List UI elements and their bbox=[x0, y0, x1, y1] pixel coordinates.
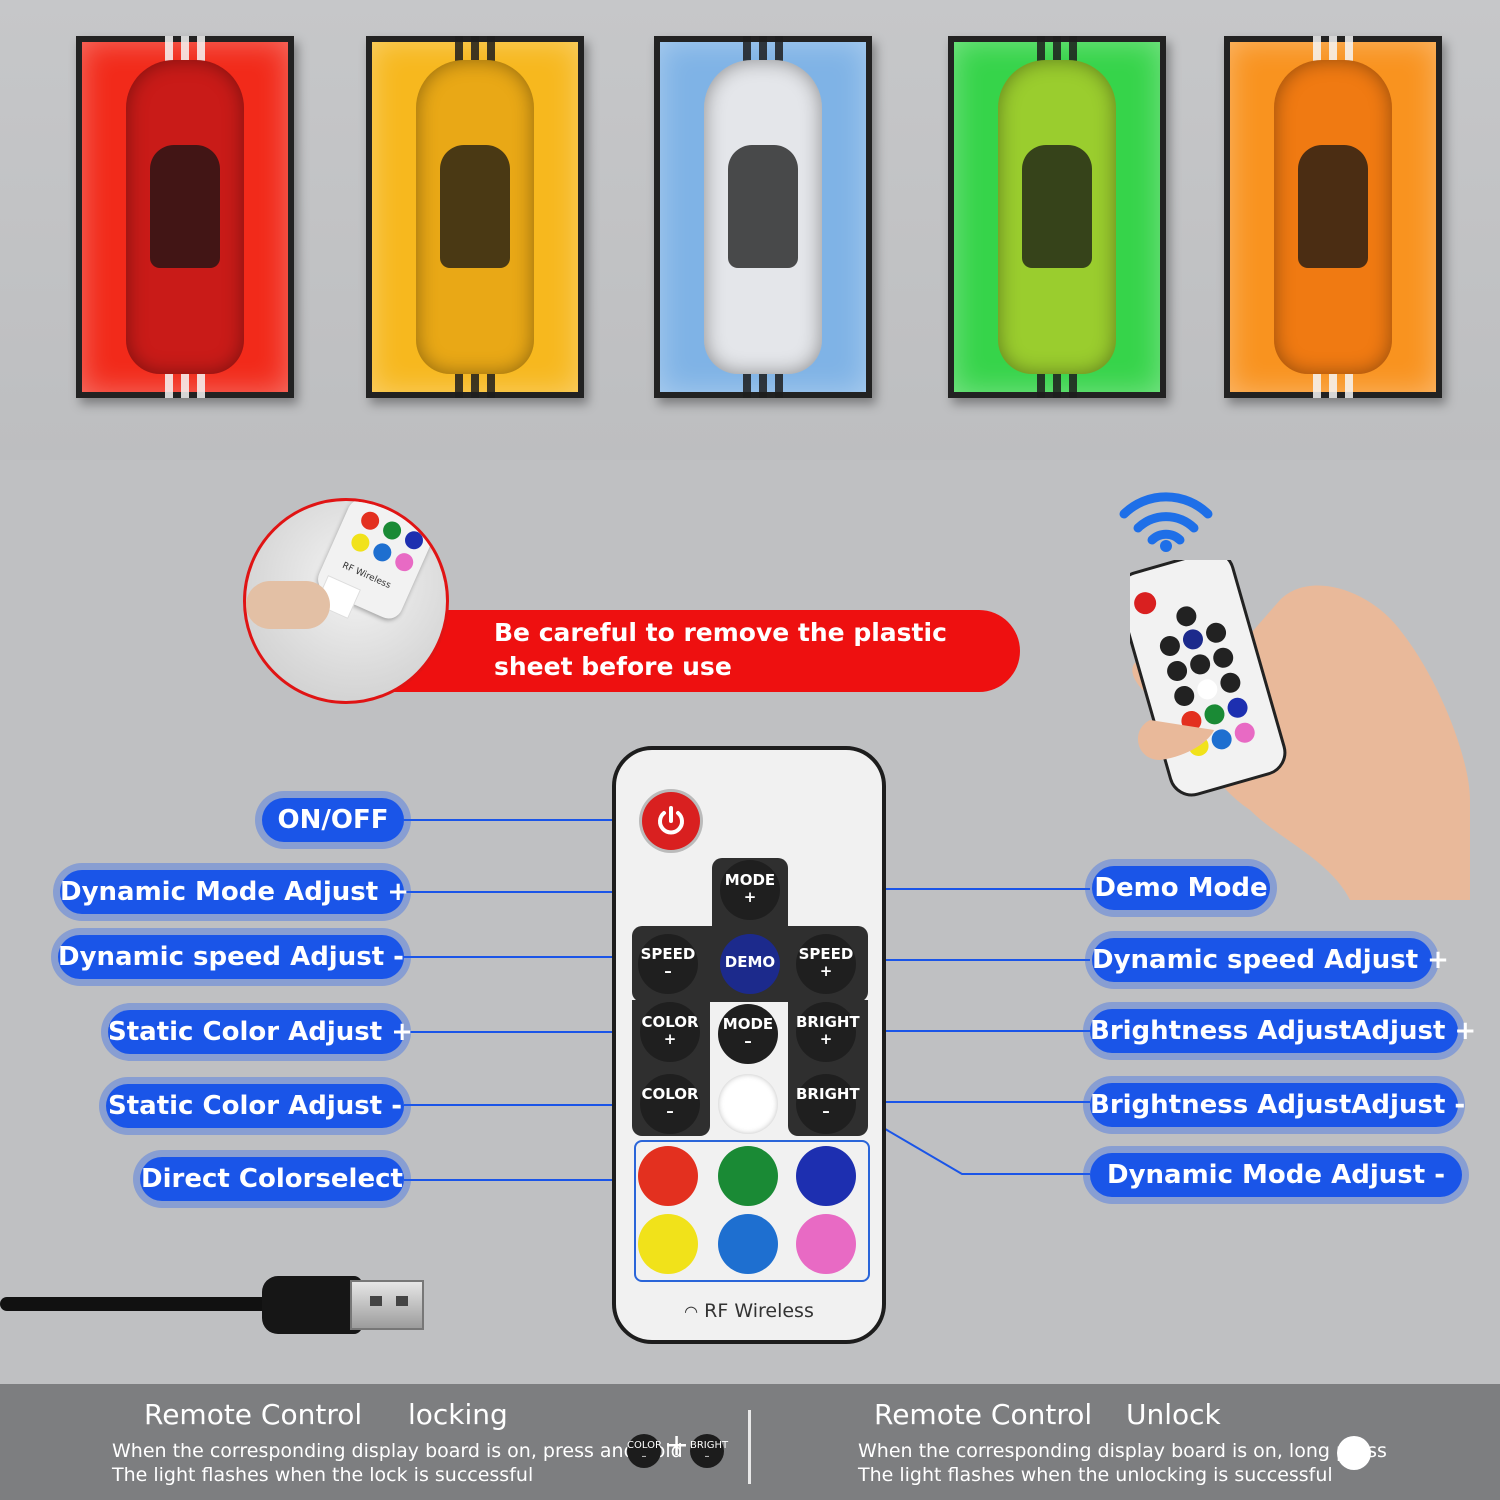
mode-minus-button[interactable]: MODE – bbox=[718, 1004, 778, 1064]
finger bbox=[246, 581, 330, 629]
mini-color-sign: – bbox=[641, 1451, 647, 1462]
mode-plus-button[interactable]: MODE + bbox=[720, 860, 780, 920]
usb-connector bbox=[350, 1280, 424, 1330]
usb-cable bbox=[0, 1297, 280, 1311]
red-frame bbox=[76, 36, 294, 398]
power-button[interactable] bbox=[642, 792, 700, 850]
lock-line-2: The light flashes when the lock is succe… bbox=[112, 1464, 534, 1486]
mini-bright-minus-button: BRIGHT – bbox=[690, 1434, 728, 1468]
speed-plus-sign: + bbox=[819, 962, 833, 980]
warning-line-2: sheet before use bbox=[494, 652, 732, 681]
demo-button[interactable]: DEMO bbox=[720, 934, 780, 994]
warning-banner: Be careful to remove the plastic sheet b… bbox=[380, 610, 1020, 692]
unlock-title: Remote Control bbox=[874, 1398, 1093, 1431]
bright-plus-sign: + bbox=[819, 1030, 833, 1048]
lock-word: locking bbox=[408, 1398, 508, 1431]
color-plus-top: COLOR bbox=[641, 1013, 699, 1031]
rf-wireless-brand: ◠ RF Wireless bbox=[616, 1300, 882, 1322]
white-button-dot bbox=[1337, 1436, 1371, 1470]
speed-minus-sign: – bbox=[664, 962, 672, 980]
speed-plus-top: SPEED bbox=[798, 945, 854, 963]
instruction-bar: Remote Control locking When the correspo… bbox=[0, 1384, 1500, 1500]
lock-title: Remote Control bbox=[144, 1398, 363, 1431]
bright-minus-top: BRIGHT bbox=[796, 1085, 860, 1103]
color-select-group bbox=[634, 1140, 870, 1282]
color-button-red[interactable] bbox=[638, 1146, 698, 1206]
unlock-line-2: The light flashes when the unlocking is … bbox=[858, 1464, 1333, 1486]
yellow-frame bbox=[366, 36, 584, 398]
power-icon bbox=[658, 806, 684, 835]
color-minus-top: COLOR bbox=[641, 1085, 699, 1103]
bright-plus-button[interactable]: BRIGHT + bbox=[796, 1002, 860, 1062]
warning-text: Be careful to remove the plastic sheet b… bbox=[494, 616, 974, 684]
speed-minus-button[interactable]: SPEED – bbox=[638, 934, 698, 994]
unlock-word: Unlock bbox=[1126, 1398, 1221, 1431]
color-minus-button[interactable]: COLOR – bbox=[640, 1074, 700, 1134]
mode-plus-top: MODE bbox=[724, 871, 776, 889]
color-minus-sign: – bbox=[666, 1102, 674, 1120]
color-button-green[interactable] bbox=[718, 1146, 778, 1206]
label-direct-colorselect: Direct Colorselect bbox=[140, 1157, 404, 1201]
label-static-color-minus: Static Color Adjust - bbox=[106, 1084, 404, 1128]
bright-plus-top: BRIGHT bbox=[796, 1013, 860, 1031]
label-static-color-plus: Static Color Adjust + bbox=[108, 1010, 413, 1054]
plastic-sheet-closeup: RF Wireless bbox=[243, 498, 449, 704]
mini-bright-top: BRIGHT bbox=[690, 1440, 729, 1451]
mini-color-minus-button: COLOR – bbox=[627, 1434, 662, 1468]
mode-plus-sign: + bbox=[743, 888, 757, 906]
color-plus-button[interactable]: COLOR + bbox=[640, 1002, 700, 1062]
color-button-yellow[interactable] bbox=[638, 1214, 698, 1274]
warning-line-1: Be careful to remove the plastic bbox=[494, 618, 947, 647]
color-button-blue[interactable] bbox=[796, 1146, 856, 1206]
mini-bright-sign: – bbox=[704, 1451, 710, 1462]
green-frame bbox=[948, 36, 1166, 398]
label-dynamic-mode-plus: Dynamic Mode Adjust + bbox=[60, 870, 409, 914]
mode-minus-top: MODE bbox=[722, 1015, 774, 1033]
label-demo-mode: Demo Mode bbox=[1092, 866, 1270, 910]
label-brightness-plus: Brightness AdjustAdjust + bbox=[1090, 1009, 1476, 1053]
speed-minus-top: SPEED bbox=[640, 945, 696, 963]
label-brightness-minus: Brightness AdjustAdjust - bbox=[1090, 1083, 1465, 1127]
wifi-signal-icon bbox=[1119, 492, 1213, 552]
label-dynamic-mode-minus: Dynamic Mode Adjust - bbox=[1090, 1153, 1462, 1197]
hand-holding-remote bbox=[1130, 560, 1470, 900]
color-plus-sign: + bbox=[663, 1030, 677, 1048]
white-color-button[interactable] bbox=[718, 1074, 778, 1134]
remote-control: MODE + SPEED – DEMO SPEED + COLOR + MODE… bbox=[612, 746, 886, 1344]
label-dynamic-speed-minus: Dynamic speed Adjust - bbox=[58, 935, 404, 979]
unlock-line-1: When the corresponding display board is … bbox=[858, 1440, 1387, 1462]
label-on-off: ON/OFF bbox=[262, 798, 404, 842]
wifi-icon: ◠ bbox=[684, 1302, 699, 1321]
color-button-pink[interactable] bbox=[796, 1214, 856, 1274]
color-button-light-blue[interactable] bbox=[718, 1214, 778, 1274]
label-dynamic-speed-plus: Dynamic speed Adjust + bbox=[1092, 938, 1449, 982]
speed-plus-button[interactable]: SPEED + bbox=[796, 934, 856, 994]
usb-plug-body bbox=[262, 1276, 362, 1334]
plus-sign: + bbox=[664, 1428, 690, 1463]
mini-color-top: COLOR bbox=[627, 1440, 662, 1451]
blue-frame bbox=[654, 36, 872, 398]
lock-line-1: When the corresponding display board is … bbox=[112, 1440, 683, 1462]
section-divider bbox=[748, 1410, 751, 1484]
orange-frame bbox=[1224, 36, 1442, 398]
demo-label: DEMO bbox=[724, 953, 776, 971]
rf-wireless-text: RF Wireless bbox=[704, 1300, 814, 1322]
bright-minus-button[interactable]: BRIGHT – bbox=[796, 1074, 860, 1134]
bright-minus-sign: – bbox=[822, 1102, 830, 1120]
mode-minus-sign: – bbox=[744, 1032, 752, 1050]
